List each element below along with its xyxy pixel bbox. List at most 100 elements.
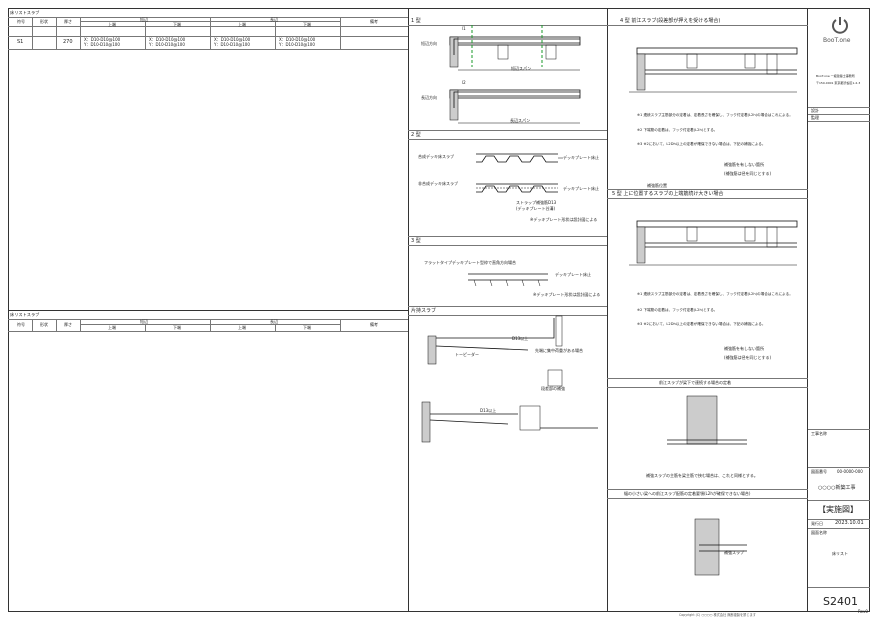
ps-drawing — [421, 315, 598, 443]
p2-comp: 合成デッキ床スラブ — [418, 154, 454, 159]
code-label: 図面番号 — [811, 469, 827, 474]
p5-note3: ※3 ※2において、L2Dh以上の定着が確保できない場合は、下記の補強による。 — [637, 322, 766, 326]
row-c2-x: X：D10-D10@100 — [149, 37, 186, 42]
p4-note1: ※1 連続スラブ主筋部分の定着は、定着長さを確保し、フック付定着(L2h)の場合… — [637, 113, 793, 117]
sub-bot-1-b: 下端 — [173, 324, 181, 330]
company-line2: 〒150-0001 東京都渋谷区1-2-3 — [816, 81, 861, 85]
row-c1-x: X：D10-D10@100 — [84, 37, 121, 42]
stage-label: 【実施図】 — [818, 505, 858, 514]
brand-name: BooT.one — [823, 37, 851, 44]
col-short: 短辺 — [140, 17, 148, 22]
table-bottom-title: 床リストスラブ — [10, 312, 40, 317]
company-line1: BooT.one 一級建築士事務所 — [816, 74, 855, 78]
title-block — [808, 8, 870, 612]
p1-drawing — [449, 25, 581, 124]
p1-l2: l2 — [462, 80, 466, 85]
p6-note: 補強スラブの主筋を梁主筋で挟む場合は、これと同様とする。 — [646, 473, 758, 478]
ps-d13: D13以上 — [512, 336, 529, 341]
col-thick-b: 厚さ — [64, 322, 72, 327]
col-shape-b: 形状 — [40, 322, 48, 327]
p2-deck2: デッキプレート床止 — [563, 186, 599, 191]
row-code: S1 — [17, 39, 24, 45]
drawing-number: S2401 — [823, 595, 858, 608]
sub-top-1-b: 上端 — [108, 324, 116, 330]
p4-legend2: (補強筋は径を同じとする) — [724, 171, 772, 176]
p2-valley: (デッキプレート谷溝) — [516, 206, 556, 211]
row-c3-x: X：D10-D10@100 — [214, 37, 251, 42]
col-thick: 厚さ — [64, 19, 72, 24]
ps-conc: 先端に集中荷重がある場合 — [535, 348, 583, 353]
col-note: 備考 — [370, 19, 378, 24]
ps-ton: トーピーダー — [455, 352, 479, 357]
ps-d13b: D13以上 — [480, 408, 497, 413]
sub-bot-1: 下端 — [173, 21, 181, 27]
sub-top-2: 上端 — [238, 21, 246, 27]
copyright: Copyright (C) ○○○○ 株式会社 無断複製を禁じます — [679, 613, 756, 617]
sub-top-2-b: 上端 — [238, 324, 246, 330]
panel-type4-title: 4 型 前江スラブ(段差部が押えを受ける場合) — [620, 18, 721, 24]
p3-deck: デッキプレート床止 — [555, 272, 591, 277]
p5-drawing — [629, 220, 798, 266]
p4-legend1: 補強筋を有しない箇所 — [724, 162, 764, 167]
table-top-title: 床リストスラブ — [10, 10, 40, 15]
p4-note2: ※2 下端筋の定着は、フック付定着(L2h)とする。 — [637, 128, 718, 132]
panel-type3-title: 3 型 — [411, 238, 421, 244]
drawing-code: 00-0000-000 — [837, 469, 863, 474]
project-label: 工事名称 — [811, 431, 827, 436]
p7-label: 補強スラブ — [724, 550, 744, 555]
p5-legend1: 補強筋を有しない箇所 — [724, 346, 764, 351]
p2-deck1: デッキプレート床止 — [563, 155, 599, 160]
p5-note2: ※2 下端筋の定着は、フック付定着(L2h)とする。 — [637, 308, 718, 312]
col-short-b: 短辺 — [140, 319, 148, 324]
panel-special-title: 片持スラブ — [411, 308, 437, 314]
sub-bot-2-b: 下端 — [303, 324, 311, 330]
power-icon — [830, 15, 850, 39]
p4-note3: ※3 ※2において、L2Dh以上の定着が確保できない場合は、下記の補強による。 — [637, 142, 766, 146]
panel-type2-title: 2 型 — [411, 132, 421, 138]
sub-top-1: 上端 — [108, 21, 116, 27]
p4-drawing — [629, 47, 798, 93]
p5-note1: ※1 連続スラブ主筋部分の定着は、定着長さを確保し、フック付定着(L2h)の場合… — [637, 292, 793, 296]
panel-type7-title: 幅の小さい梁への前江スラブ配筋の定着要領(L2hが確保できない場合) — [624, 491, 751, 496]
col-long: 長辺 — [270, 17, 278, 22]
p3-label: フラットタイプデッキプレート型枠で直角方向場合 — [424, 260, 516, 265]
panel-type1-title: 1 型 — [411, 18, 421, 24]
p6-drawing — [667, 395, 747, 445]
p3-drawing — [468, 273, 548, 287]
p1-long-span: 長辺スパン — [510, 118, 531, 123]
row-c2-y: Y：D10-D10@100 — [149, 42, 185, 47]
col-note-b: 備考 — [370, 322, 378, 327]
revision: Rev0 — [858, 609, 868, 614]
row-c1-y: Y：D10-D10@100 — [84, 42, 120, 47]
power-icon-svg — [832, 17, 848, 34]
p2-drawing — [476, 153, 563, 193]
p7-drawing — [694, 518, 747, 576]
col-shape: 形状 — [40, 19, 48, 24]
sub-bot-2: 下端 — [303, 21, 311, 27]
design-label: 設計 — [811, 108, 819, 113]
project-name: ○○○○新築工事 — [818, 485, 856, 491]
row-c4-x: X：D10-D10@100 — [279, 37, 316, 42]
p1-short: 短辺方向 — [421, 41, 437, 46]
p5-legend2: (補強筋は径を同じとする) — [724, 355, 772, 360]
p4-foot: 補強筋位置 — [647, 183, 667, 188]
row-c4-y: Y：D10-D10@100 — [279, 42, 315, 47]
col-code-b: 符号 — [17, 322, 25, 327]
p1-long: 長辺方向 — [421, 95, 437, 100]
p3-note: ※デッキプレート形状は設計図による — [533, 292, 601, 297]
col-long-b: 長辺 — [270, 319, 278, 324]
drawing-label: 図面名称 — [811, 530, 827, 535]
panel-type5-title: 5 型 上に位置するスラブの上端筋続け大きい場合 — [612, 191, 724, 197]
p1-l1: l1 — [462, 26, 466, 31]
panel-type6-title: 前江スラブが梁下で連続する場合の定着 — [659, 380, 731, 385]
check-label: 監理 — [811, 115, 819, 120]
row-c3-y: Y：D10-D10@100 — [214, 42, 250, 47]
p2-noncomp: 非合成デッキ床スラブ — [418, 181, 458, 186]
ps-step: 段差部の補強 — [541, 386, 565, 391]
p2-strap: ストラップ補強筋D13 — [516, 200, 557, 205]
p2-note: ※デッキプレート形状は設計図による — [530, 217, 598, 222]
drawing-name: 床リスト — [832, 551, 848, 556]
row-thick: 270 — [63, 39, 73, 45]
issue-date: 2023.10.01 — [835, 520, 864, 526]
date-label: 発行日 — [811, 521, 823, 526]
